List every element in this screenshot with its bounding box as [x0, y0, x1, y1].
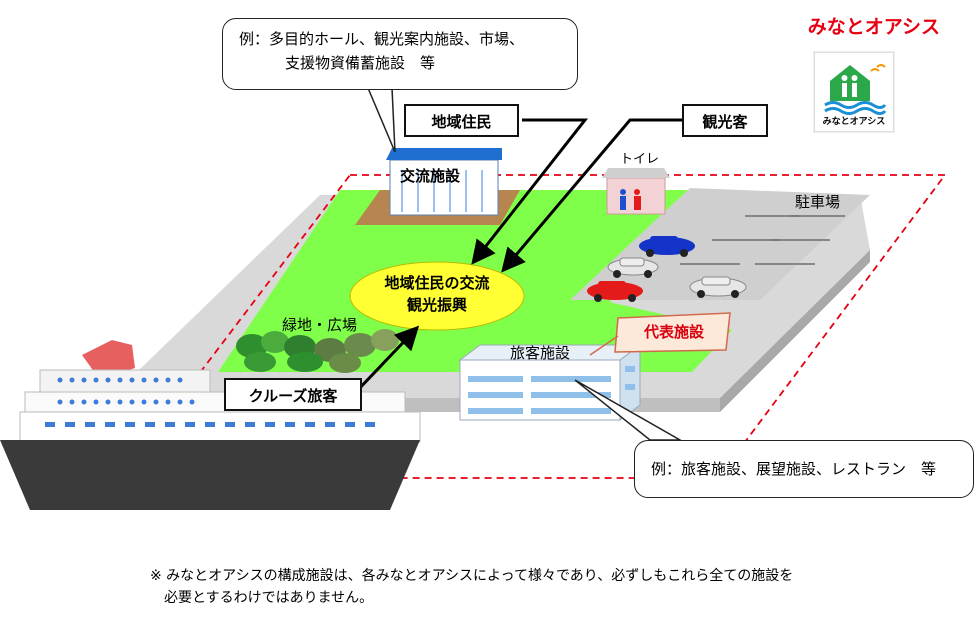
- residents-tag: 地域住民: [404, 104, 519, 137]
- car-blue: [639, 236, 695, 257]
- footnote-line1: ※ みなとオアシスの構成施設は、各みなとオアシスによって様々であり、必ずしもこれ…: [150, 568, 794, 584]
- toilet-female-icon: [634, 196, 641, 210]
- car-silver-1: [607, 257, 659, 278]
- brand-title: みなとオアシス: [807, 16, 940, 38]
- footnote: ※ みなとオアシスの構成施設は、各みなとオアシスによって様々であり、必ずしもこれ…: [150, 565, 793, 609]
- parking-label: 駐車場: [795, 193, 841, 211]
- center-goal: 地域住民の交流 観光振興: [352, 272, 522, 332]
- representative-pointer: [589, 335, 619, 356]
- toilet-label: トイレ: [620, 152, 660, 167]
- minato-oasis-logo: みなとオアシス: [814, 52, 894, 132]
- footnote-line2: 必要とするわけではありません。: [150, 590, 374, 606]
- top-callout-line2: 支援物資備蓄施設 等: [285, 54, 436, 72]
- representative-facility-label: 代表施設: [643, 323, 704, 341]
- pavement-side: [720, 250, 870, 412]
- top-callout-tail: [366, 87, 396, 153]
- exchange-building: [389, 159, 499, 216]
- exchange-windows: [401, 170, 483, 212]
- center-line2: 観光振興: [406, 296, 467, 314]
- bottom-callout-text: 例：旅客施設、展望施設、レストラン 等: [651, 460, 937, 478]
- arrow-cruise: [353, 325, 420, 395]
- arrow-residents: [471, 118, 589, 265]
- toilet-male-icon: [620, 196, 626, 210]
- top-callout-line1: 例：多目的ホール、観光案内施設、市場、: [239, 30, 525, 48]
- tourists-tag: 観光客: [682, 104, 768, 137]
- trees: [236, 329, 399, 373]
- arrow-tourists: [501, 118, 682, 273]
- car-silver-2: [689, 276, 747, 298]
- bottom-callout: 例：旅客施設、展望施設、レストラン 等: [634, 440, 974, 498]
- logo-text: みなとオアシス: [822, 117, 886, 127]
- cruise-passengers-tag: クルーズ旅客: [224, 378, 362, 411]
- center-ellipse: [349, 261, 525, 331]
- parking-lines: [618, 215, 845, 269]
- car-red: [587, 281, 643, 302]
- center-line1: 地域住民の交流: [384, 274, 490, 292]
- representative-tag-shape: [614, 312, 731, 353]
- toilet-roof: [602, 168, 670, 178]
- logo-mark-icon: [824, 64, 887, 115]
- green-space-label: 緑地・広場: [282, 316, 358, 334]
- top-callout: 例：多目的ホール、観光案内施設、市場、 支援物資備蓄施設 等: [222, 18, 578, 90]
- passenger-facility-label: 旅客施設: [510, 344, 571, 362]
- exchange-roof: [386, 148, 502, 160]
- exchange-facility-label: 交流施設: [400, 167, 461, 185]
- cruise-ship: [0, 340, 421, 510]
- passenger-windows: [468, 366, 635, 414]
